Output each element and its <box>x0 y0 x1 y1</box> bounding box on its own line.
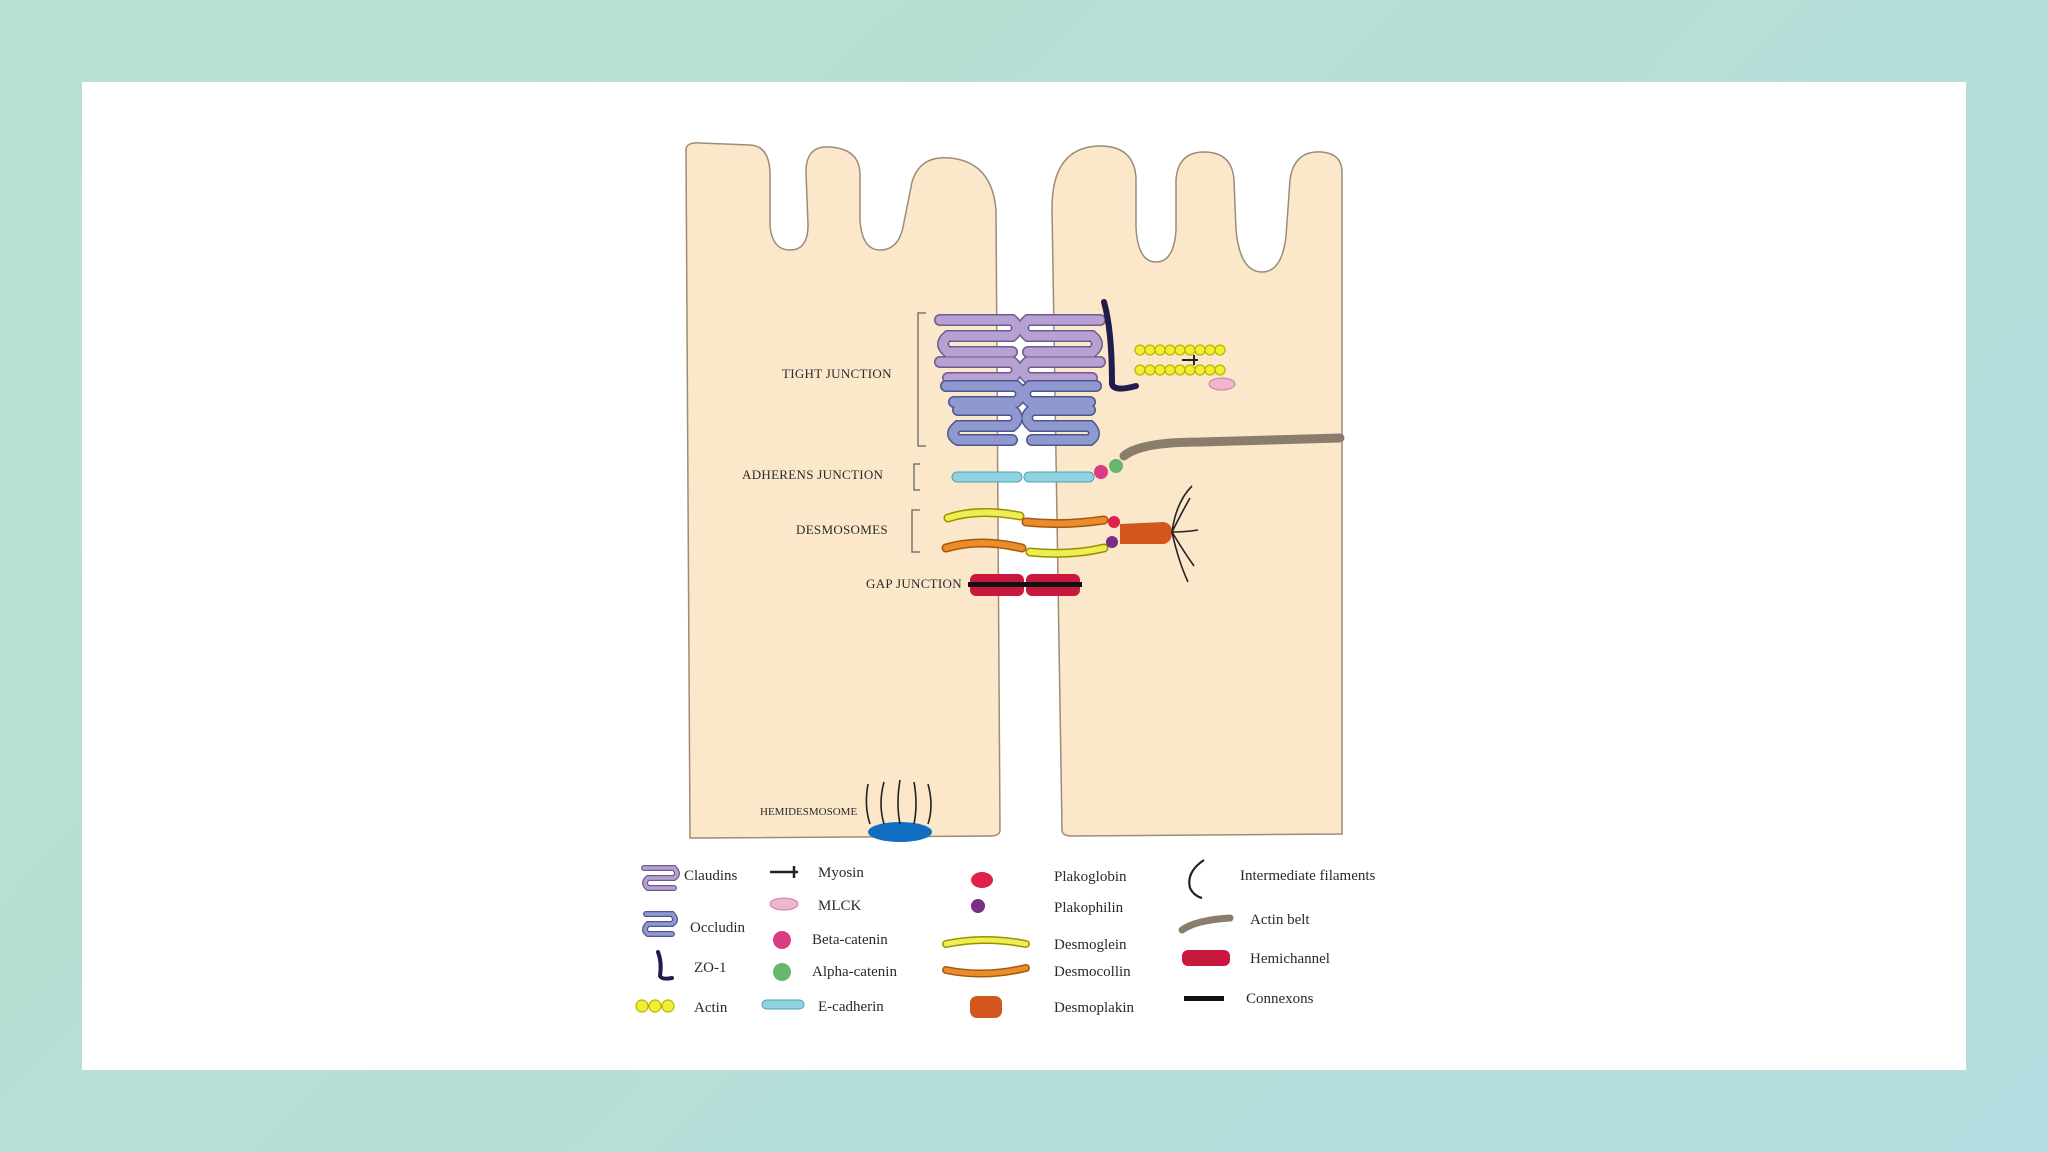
myosin-legend-icon <box>770 866 798 878</box>
hemidesmosome-filaments <box>865 779 932 825</box>
legend-label-actin-belt: Actin belt <box>1250 912 1310 928</box>
alpha-catenin-legend-icon <box>773 963 791 981</box>
legend-item-occludin: Occludin <box>642 911 745 937</box>
actin-belt <box>1119 433 1345 461</box>
legend-label-intermediate-filaments: Intermediate filaments <box>1240 868 1376 884</box>
occludin-strands <box>940 380 1102 446</box>
legend-item-e-cadherin: E-cadherin <box>761 999 884 1015</box>
legend-label-mlck: MLCK <box>818 898 862 914</box>
myosin-motor <box>1182 355 1198 365</box>
plakophilin-legend-icon <box>971 899 985 913</box>
legend-item-actin-belt: Actin belt <box>1178 912 1310 934</box>
intermediate-filaments-legend-icon <box>1188 859 1205 900</box>
desmoplakin-legend-icon <box>970 996 1002 1018</box>
plakoglobin-node <box>1108 516 1120 528</box>
desmoplakin-plaque <box>1120 522 1172 544</box>
alpha-catenin-node <box>1109 459 1123 473</box>
hemidesmosome-plaque <box>868 822 932 842</box>
hemichannel-legend-icon <box>1182 950 1230 966</box>
legend-label-alpha-catenin: Alpha-catenin <box>812 964 897 980</box>
desmocollin-strands <box>941 515 1109 553</box>
legend-label-occludin: Occludin <box>690 920 745 936</box>
adherens-junction-label: ADHERENS JUNCTION <box>742 467 884 482</box>
zo1-protein <box>1101 299 1139 392</box>
legend-item-plakophilin: Plakophilin <box>971 899 1124 916</box>
legend: Claudins Occludin ZO-1 Actin Myosin MLCK <box>635 859 1376 1018</box>
actin-filaments <box>1134 344 1226 376</box>
connexon-legend-icon <box>1184 996 1224 1001</box>
legend-label-connexons: Connexons <box>1246 991 1314 1007</box>
legend-item-alpha-catenin: Alpha-catenin <box>773 963 897 981</box>
legend-label-desmoplakin: Desmoplakin <box>1054 1000 1134 1016</box>
legend-item-zo1: ZO-1 <box>656 950 727 981</box>
e-cadherin-pair <box>951 471 1095 483</box>
legend-label-e-cadherin: E-cadherin <box>818 999 884 1015</box>
legend-item-desmocollin: Desmocollin <box>942 964 1131 980</box>
desmosome-intermediate-filaments <box>1171 485 1199 583</box>
legend-item-desmoplakin: Desmoplakin <box>970 996 1134 1018</box>
legend-label-hemichannel: Hemichannel <box>1250 951 1330 967</box>
legend-item-mlck: MLCK <box>769 897 862 914</box>
slide-canvas <box>82 82 1966 1070</box>
beta-catenin-node <box>1094 465 1108 479</box>
left-cell <box>685 142 1001 839</box>
mlck-legend-icon <box>769 897 799 911</box>
plakophilin-node <box>1106 536 1118 548</box>
tight-junction-label: TIGHT JUNCTION <box>782 366 892 381</box>
legend-label-plakoglobin: Plakoglobin <box>1054 869 1127 885</box>
desmosomes-bracket <box>911 509 920 553</box>
legend-label-desmoglein: Desmoglein <box>1054 937 1127 953</box>
legend-label-plakophilin: Plakophilin <box>1054 900 1124 916</box>
adherens-junction-bracket <box>913 463 920 491</box>
tight-junction-bracket <box>917 312 926 447</box>
legend-label-claudins: Claudins <box>684 868 737 884</box>
mlck-enzyme <box>1208 377 1236 391</box>
legend-item-claudins: Claudins <box>641 865 737 891</box>
desmosomes-label: DESMOSOMES <box>796 522 888 537</box>
legend-item-beta-catenin: Beta-catenin <box>773 931 888 949</box>
hemidesmosome-label: HEMIDESMOSOME <box>760 806 857 818</box>
actin-legend-icon <box>635 999 675 1013</box>
legend-label-actin: Actin <box>694 1000 728 1016</box>
plakoglobin-legend-icon <box>971 872 993 888</box>
legend-item-hemichannel: Hemichannel <box>1182 950 1330 967</box>
legend-label-myosin: Myosin <box>818 865 864 881</box>
legend-label-beta-catenin: Beta-catenin <box>812 932 888 948</box>
legend-label-zo1: ZO-1 <box>694 960 727 976</box>
legend-item-intermediate-filaments: Intermediate filaments <box>1188 859 1376 900</box>
legend-item-plakoglobin: Plakoglobin <box>971 869 1127 888</box>
legend-item-connexons: Connexons <box>1184 991 1314 1007</box>
desmoglein-strands <box>943 507 1109 558</box>
zo1-legend-icon <box>656 950 674 981</box>
legend-item-myosin: Myosin <box>770 865 864 881</box>
legend-item-actin: Actin <box>635 999 728 1016</box>
legend-item-desmoglein: Desmoglein <box>942 936 1127 953</box>
gap-junction-label: GAP JUNCTION <box>866 576 962 591</box>
actin-belt-legend-icon <box>1178 914 1234 934</box>
e-cadherin-legend-icon <box>761 999 805 1010</box>
claudin-strands <box>934 314 1106 384</box>
right-cell <box>1051 145 1343 837</box>
legend-label-desmocollin: Desmocollin <box>1054 964 1131 980</box>
gap-junction-hemichannels <box>968 574 1082 596</box>
beta-catenin-legend-icon <box>773 931 791 949</box>
